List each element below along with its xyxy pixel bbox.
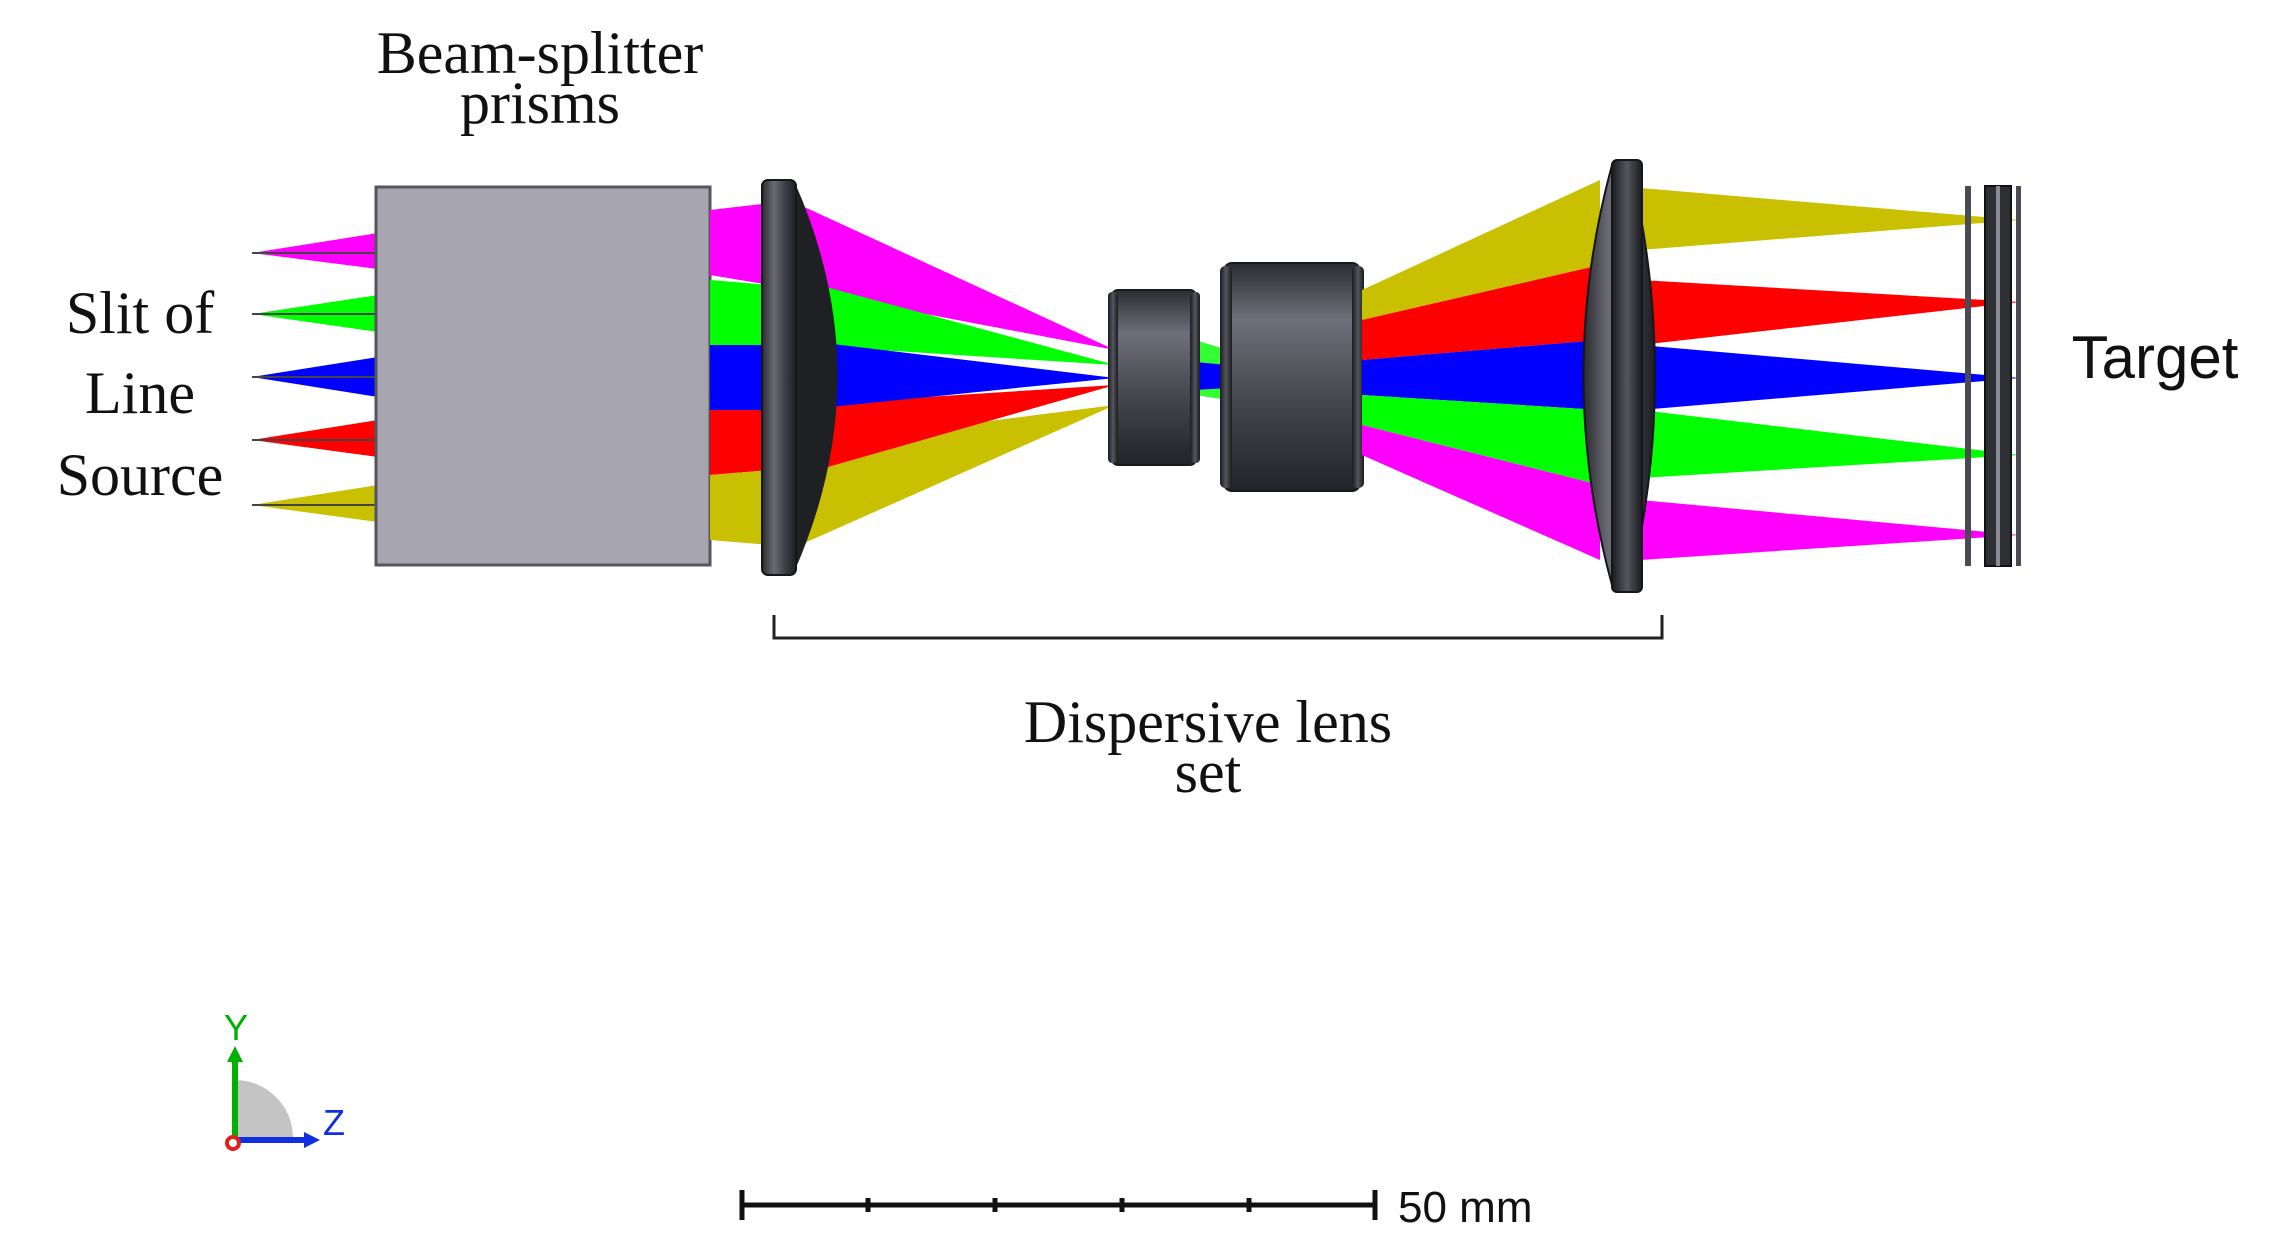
prism-to-lens-beams [710, 203, 770, 545]
z-axis-label: Z [323, 1102, 345, 1143]
compound-lens-large [1220, 262, 1364, 492]
dispersive-lens-label-line1: Dispersive lens [1024, 689, 1392, 755]
beam-olive-upper [1362, 180, 1600, 320]
beam-splitter-label-line2: prisms [460, 70, 620, 136]
axes-triad: Y Z [224, 1007, 345, 1151]
beam-blue-right [1362, 340, 1600, 410]
dispersive-lens-label-line2: set [1175, 739, 1242, 805]
axes-triad-quadrant [235, 1080, 293, 1138]
compound-lens-small [1108, 289, 1200, 466]
beam-blue-center [800, 340, 1115, 410]
input-beam-red [252, 420, 378, 457]
beam-green-upper [800, 280, 1115, 365]
input-beams [252, 233, 378, 522]
focus-blue [1640, 345, 2020, 410]
beam-green-lower [1362, 395, 1600, 485]
lens-2 [1582, 159, 1656, 593]
dispersive-lens-bracket [772, 615, 1664, 640]
diverging-beams [1362, 180, 1600, 560]
focusing-beams [1640, 188, 2020, 560]
scale-bar: 50 mm [739, 1183, 1532, 1232]
slit-label-line2: Line [85, 360, 195, 426]
target-plates [1965, 185, 2021, 567]
slit-source-lines [252, 252, 378, 506]
beam-red-upper [1362, 265, 1600, 360]
y-axis-arrowhead [227, 1046, 243, 1062]
slit-label-line1: Slit of [66, 280, 214, 346]
focus-olive [1640, 188, 2020, 250]
target-label: Target [2072, 324, 2239, 391]
compound-lens-group [1108, 262, 1364, 492]
slit-label-line3: Source [57, 442, 224, 508]
y-axis-label: Y [224, 1007, 248, 1048]
lens-1 [761, 179, 838, 576]
z-axis-arrowhead [304, 1132, 320, 1148]
beam-magenta-upper [800, 205, 1115, 350]
beam-splitter-prism [374, 185, 712, 567]
focus-red [1640, 280, 2020, 345]
beam-splitter-label-line1: Beam-splitter [377, 20, 704, 86]
beam-magenta-lower [1362, 425, 1600, 560]
input-beam-olive [252, 485, 378, 522]
beam-red-lower [800, 385, 1115, 475]
input-beam-magenta [252, 233, 378, 269]
scale-bar-label: 50 mm [1398, 1183, 1532, 1232]
focus-green [1640, 410, 2020, 478]
focus-magenta [1640, 500, 2020, 560]
inner-beams [1195, 340, 1228, 400]
converging-beams [800, 205, 1115, 545]
